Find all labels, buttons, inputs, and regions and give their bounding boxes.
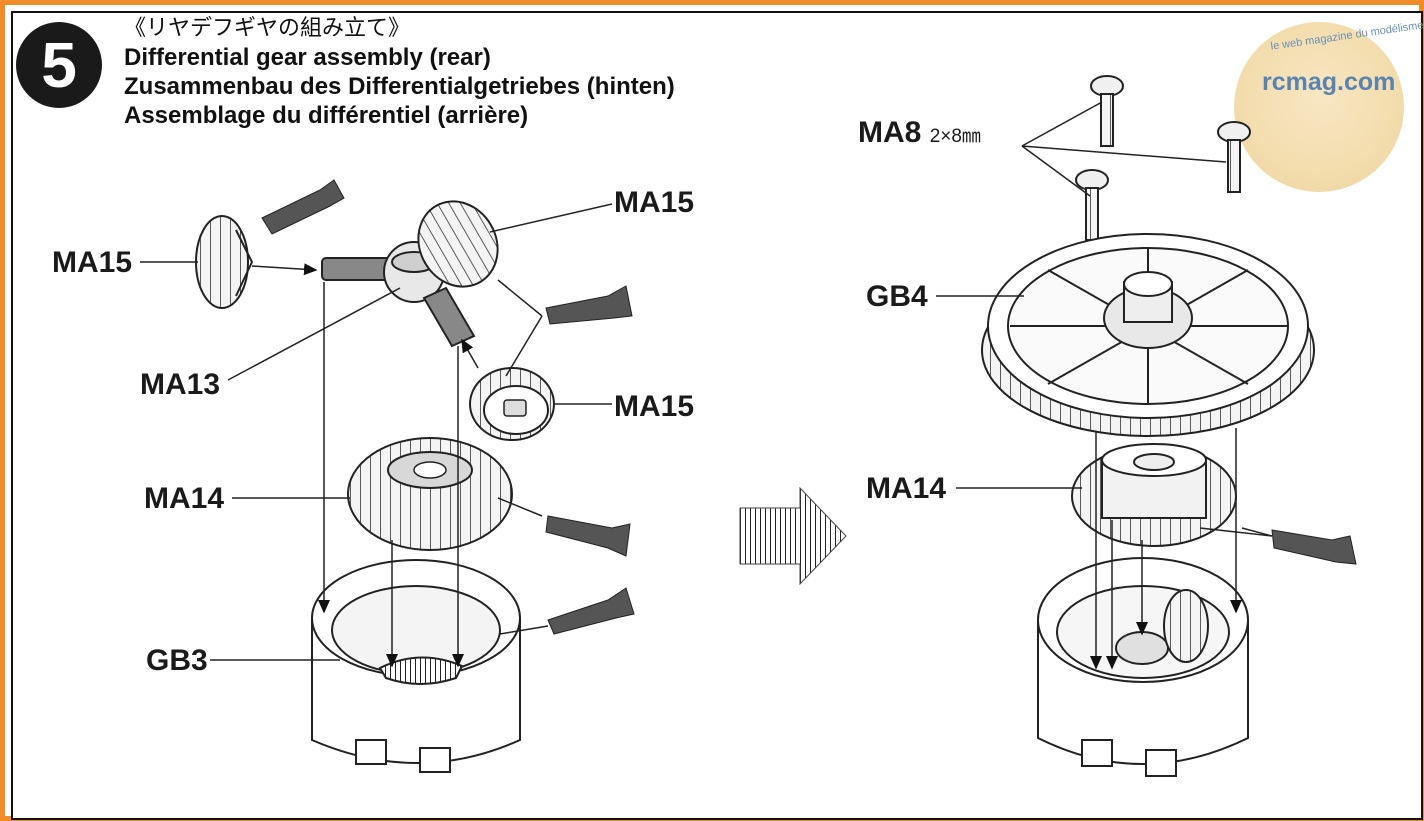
bevel-gear-ma14-left: [347, 437, 513, 551]
label-ma8-code: MA8: [858, 116, 922, 149]
step-number-badge: 5: [16, 22, 102, 108]
label-ma15-top: MA15: [614, 186, 695, 219]
watermark-site: rcmag.com: [1262, 68, 1396, 96]
title-english: Differential gear assembly (rear): [124, 44, 491, 71]
label-ma13: MA13: [140, 368, 221, 401]
label-gb4: GB4: [866, 280, 928, 313]
label-ma15-right: MA15: [614, 390, 695, 423]
title-german: Zusammenbau des Differentialgetriebes (h…: [124, 73, 675, 100]
label-ma14-right: MA14: [866, 472, 947, 505]
spur-gear-gb4: [981, 233, 1315, 437]
gear-case-gb3: [311, 559, 521, 773]
gear-case-right: [1037, 557, 1249, 777]
bevel-gear-ma14-right: [1071, 443, 1237, 547]
bevel-gear-ma15-top: [417, 200, 499, 288]
label-ma8-size: 2×8㎜: [929, 126, 981, 147]
watermark-logo: [1234, 22, 1404, 192]
label-ma15-left: MA15: [52, 246, 133, 279]
screw-ma8: [1075, 75, 1251, 241]
label-ma8: MA8 2×8㎜: [858, 116, 981, 150]
label-ma14-left: MA14: [144, 482, 225, 515]
bevel-gear-ma15-right: [469, 367, 555, 441]
grease-tube-icon: [261, 179, 635, 635]
title-french: Assemblage du différentiel (arrière): [124, 102, 529, 129]
label-gb3: GB3: [146, 644, 208, 677]
step-titles: 《リヤデフギヤの組み立て》 Differential gear assembly…: [124, 14, 675, 130]
bevel-gear-ma15-left: [195, 215, 254, 309]
transition-arrow-icon: [739, 486, 847, 586]
grease-tube-icon: [1271, 529, 1357, 565]
title-japanese: 《リヤデフギヤの組み立て》: [124, 16, 411, 41]
